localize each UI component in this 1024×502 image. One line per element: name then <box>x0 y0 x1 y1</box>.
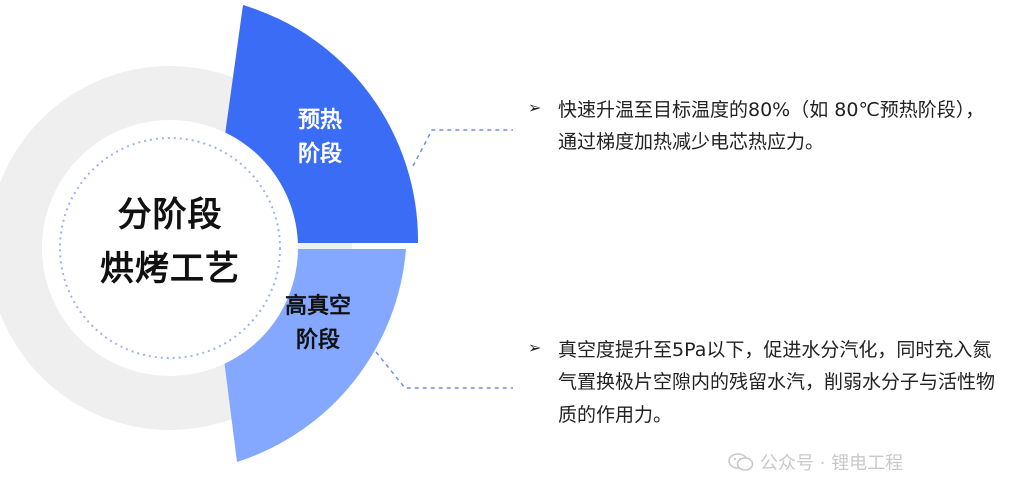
description-preheat-text: 快速升温至目标温度的80%（如 80℃预热阶段），通过梯度加热减少电芯热应力。 <box>558 99 985 154</box>
center-circle <box>42 120 298 376</box>
segment-label-preheat-line1: 预热 <box>297 108 342 133</box>
segment-label-high-vacuum: 高真空 阶段 <box>268 290 368 358</box>
center-title-line2: 烘烤工艺 <box>100 249 240 290</box>
leader-line-preheat <box>412 129 513 167</box>
segment-label-preheat: 预热 阶段 <box>270 104 370 172</box>
wechat-icon <box>728 453 754 471</box>
segment-label-preheat-line2: 阶段 <box>297 142 342 168</box>
leader-line-high-vacuum <box>375 351 513 389</box>
description-preheat: ➢ 快速升温至目标温度的80%（如 80℃预热阶段），通过梯度加热减少电芯热应力… <box>528 94 998 159</box>
arrow-bullet-icon: ➢ <box>528 338 542 357</box>
watermark-text: 公众号 · 锂电工程 <box>760 453 904 474</box>
center-title: 分阶段 烘烤工艺 <box>60 188 280 297</box>
description-high-vacuum-text: 真空度提升至5Pa以下，促进水分汽化，同时充入氮气置换极片空隙内的残留水汽，削弱… <box>558 339 996 426</box>
watermark: 公众号 · 锂电工程 <box>728 449 903 475</box>
segment-label-high-vacuum-line2: 阶段 <box>295 328 340 354</box>
description-high-vacuum: ➢ 真空度提升至5Pa以下，促进水分汽化，同时充入氮气置换极片空隙内的残留水汽，… <box>528 334 1008 431</box>
segment-label-high-vacuum-line1: 高真空 <box>284 294 351 319</box>
center-title-line1: 分阶段 <box>117 195 223 235</box>
arrow-bullet-icon: ➢ <box>528 98 542 117</box>
center-dotted-ring <box>59 137 281 359</box>
